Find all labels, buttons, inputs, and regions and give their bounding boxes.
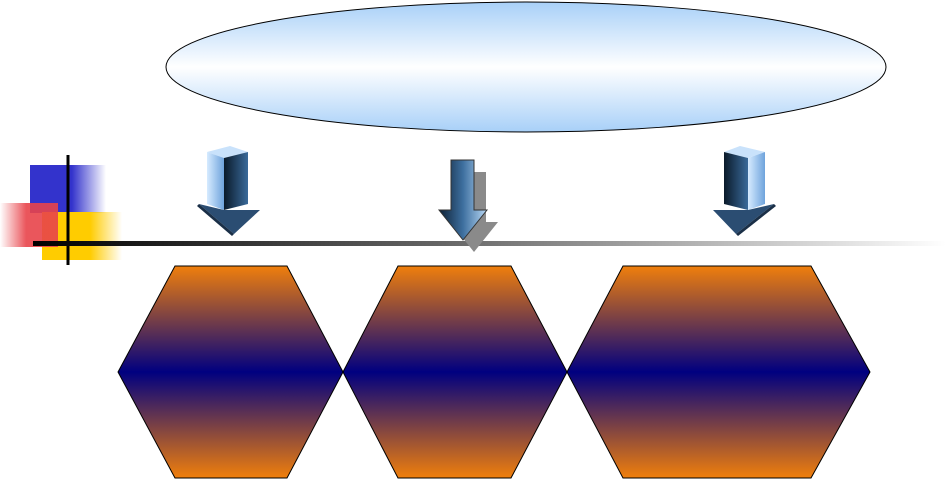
hexagon-row [117,265,871,479]
hexagon-2 [342,265,568,479]
hexagon-1 [117,265,344,479]
corner-decoration [0,155,122,265]
red-square [0,203,58,247]
arrow-down-right-icon [713,146,776,236]
arrow-down-left-icon [197,146,260,236]
timeline-line [33,241,946,246]
header-oval [165,1,887,133]
hexagon-3 [566,265,871,479]
arrow-down-middle-icon [437,159,498,252]
